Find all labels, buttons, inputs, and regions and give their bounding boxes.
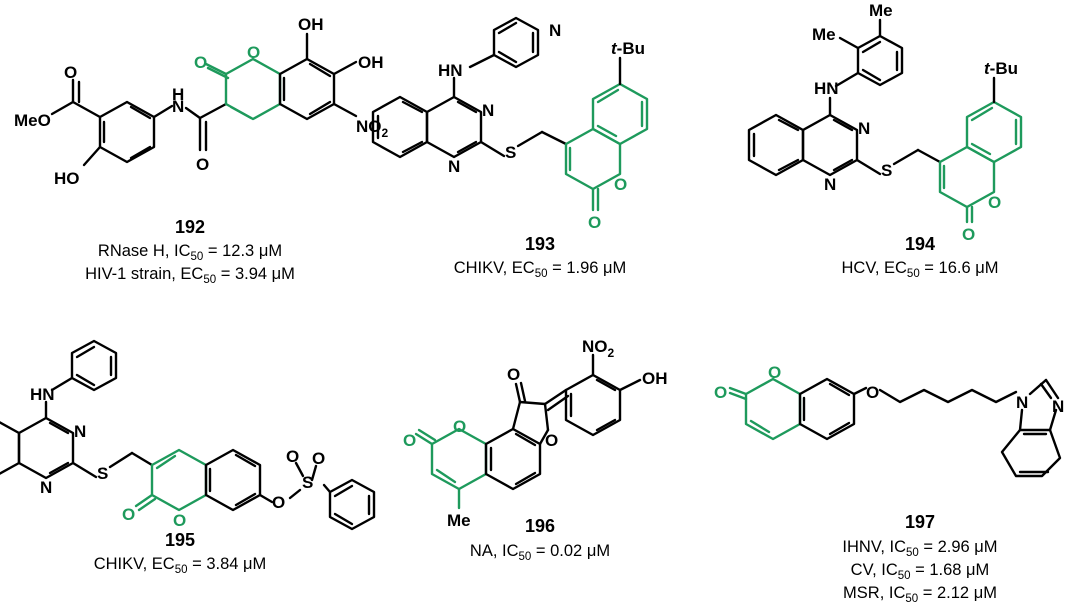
atom-ring-o: O: [614, 175, 627, 194]
atom-n: N: [172, 97, 184, 116]
compound-id: 196: [525, 516, 555, 536]
atom-hn: HN: [814, 79, 839, 98]
atom-o: O: [122, 505, 135, 524]
compound-192: MeO O HO H N O O O OH OH NO2 192 RNase H…: [14, 15, 389, 286]
atom-o: O: [272, 493, 285, 512]
compound-194-atom-labels: Me Me HN N N S O O t-Bu: [812, 1, 1018, 244]
compound-id: 197: [905, 512, 935, 532]
atom-hn: HN: [30, 385, 55, 404]
atom-n: N: [448, 157, 460, 176]
atom-me: Me: [869, 1, 893, 20]
compound-197: O O O N N 197 IHNV, IC50 = 2.96 μM CV, I…: [714, 363, 1064, 605]
activity-caption: CHIKV, EC50 = 1.96 μM: [454, 259, 627, 280]
compound-id: 194: [905, 234, 935, 254]
atom-oh: OH: [358, 53, 384, 72]
activity-caption: CHIKV, EC50 = 3.84 μM: [94, 555, 267, 576]
atom-hn: HN: [438, 61, 463, 80]
atom-h: H: [172, 85, 184, 104]
atom-ring-o: O: [453, 417, 466, 436]
activity-caption: HIV-1 strain, EC50 = 3.94 μM: [85, 265, 295, 286]
atom-s: S: [302, 473, 313, 492]
atom-s: S: [97, 464, 108, 483]
activity-caption: IHNV, IC50 = 2.96 μM: [842, 538, 997, 559]
atom-me: Me: [812, 25, 836, 44]
atom-tbu: t-Bu: [984, 59, 1018, 78]
atom-ring-o: O: [545, 431, 558, 450]
atom-n: N: [74, 422, 86, 441]
compound-id: 195: [165, 530, 195, 550]
compound-193-atom-labels: N HN N N S O O t-Bu: [438, 21, 645, 232]
compound-192-structure: [50, 32, 358, 167]
compound-195-structure: [0, 339, 376, 531]
activity-caption: HCV, EC50 = 16.6 μM: [842, 259, 999, 280]
activity-caption: CV, IC50 = 1.68 μM: [851, 561, 990, 582]
activity-caption: MSR, IC50 = 2.12 μM: [843, 584, 997, 605]
atom-o: O: [962, 225, 975, 244]
atom-meo: MeO: [14, 111, 51, 130]
compound-194: Me Me HN N N S O O t-Bu 194 HCV, EC50 = …: [747, 1, 1023, 280]
atom-n: N: [824, 175, 836, 194]
atom-n: N: [1016, 393, 1028, 412]
atom-ring-o: O: [768, 363, 781, 382]
activity-caption: NA, IC50 = 0.02 μM: [470, 542, 610, 563]
atom-oh: OH: [642, 369, 668, 388]
atom-o: O: [194, 53, 207, 72]
compound-195-atom-labels: HN N N S O O O S O O: [30, 385, 325, 530]
atom-o: O: [403, 431, 416, 450]
atom-oh: OH: [298, 15, 324, 34]
atom-o: O: [312, 449, 325, 468]
atom-ho: HO: [54, 169, 80, 188]
atom-s: S: [505, 143, 516, 162]
atom-n: N: [1052, 397, 1064, 416]
atom-n: N: [40, 478, 52, 497]
atom-n: N: [482, 101, 494, 120]
atom-ring-o: O: [247, 43, 260, 62]
compound-197-atom-labels: O O O N N: [714, 363, 1064, 416]
compound-194-structure: [747, 18, 1023, 224]
atom-o: O: [866, 383, 879, 402]
compound-193-structure: [371, 16, 649, 212]
atom-no2: NO2: [356, 117, 389, 140]
compound-196-atom-labels: NO2 OH O O O O Me: [403, 337, 668, 530]
atom-o: O: [286, 447, 299, 466]
compound-195: HN N N S O O O S O O 195 CHIKV, EC50 = 3…: [0, 339, 376, 576]
atom-n: N: [549, 21, 561, 40]
atom-o: O: [588, 213, 601, 232]
atom-tbu: t-Bu: [611, 39, 645, 58]
atom-no2: NO2: [582, 337, 615, 360]
atom-ring-o: O: [173, 511, 186, 530]
atom-o: O: [507, 365, 520, 384]
compound-id: 192: [175, 217, 205, 237]
atom-o: O: [64, 63, 77, 82]
compound-196-structure: [414, 353, 642, 510]
atom-ring-o: O: [988, 193, 1001, 212]
atom-n: N: [858, 119, 870, 138]
compound-id: 193: [525, 234, 555, 254]
atom-o: O: [714, 383, 727, 402]
compound-197-structure: [728, 377, 1062, 478]
atom-me: Me: [447, 511, 471, 530]
compound-196: NO2 OH O O O O Me 196 NA, IC50 = 0.02 μM: [403, 337, 668, 563]
compound-192-atom-labels: MeO O HO H N O O O OH OH NO2: [14, 15, 389, 188]
compound-193: N HN N N S O O t-Bu 193 CHIKV, EC50 = 1.…: [371, 16, 649, 280]
atom-s: S: [881, 161, 892, 180]
activity-caption: RNase H, IC50 = 12.3 μM: [98, 242, 282, 263]
atom-o: O: [196, 155, 209, 174]
